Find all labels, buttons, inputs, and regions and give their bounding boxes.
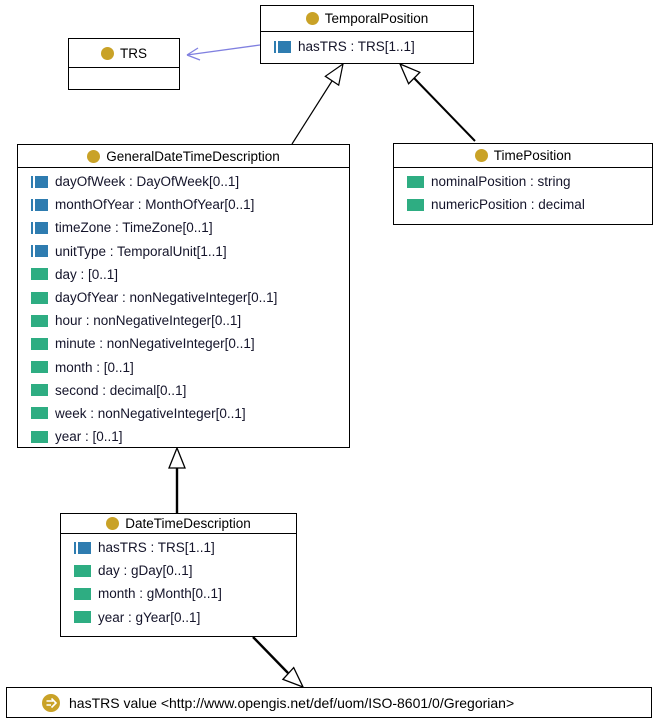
datatype-property-icon	[407, 175, 424, 188]
attribute-row[interactable]: dayOfYear : nonNegativeInteger[0..1]	[18, 286, 349, 309]
attribute-list: hasTRS : TRS[1..1] day : gDay[0..1] mont…	[61, 534, 296, 629]
attribute-list: nominalPosition : string numericPosition…	[394, 168, 652, 216]
attribute-list: hasTRS : TRS[1..1]	[261, 32, 473, 58]
association-arrow-temporalposition-to-trs	[186, 44, 261, 61]
attribute-row[interactable]: minute : nonNegativeInteger[0..1]	[18, 332, 349, 355]
class-box-general-date-time-description[interactable]: GeneralDateTimeDescription dayOfWeek : D…	[17, 144, 350, 448]
datatype-property-icon	[31, 430, 48, 443]
attribute-row[interactable]: day : [0..1]	[18, 263, 349, 286]
class-name: TemporalPosition	[324, 11, 429, 26]
class-header: TemporalPosition	[261, 6, 473, 32]
attribute-row[interactable]: unitType : TemporalUnit[1..1]	[18, 240, 349, 263]
attribute-list: dayOfWeek : DayOfWeek[0..1] monthOfYear …	[18, 168, 349, 448]
object-property-icon	[74, 541, 91, 554]
class-name: GeneralDateTimeDescription	[106, 148, 280, 164]
attribute-row[interactable]: nominalPosition : string	[394, 170, 652, 193]
datatype-property-icon	[74, 611, 91, 624]
class-header: TRS	[69, 39, 179, 68]
class-icon	[106, 517, 120, 530]
class-box-temporal-position[interactable]: TemporalPosition hasTRS : TRS[1..1]	[260, 5, 474, 64]
datatype-property-icon	[31, 314, 48, 327]
attribute-row[interactable]: second : decimal[0..1]	[18, 379, 349, 402]
attribute-row[interactable]: week : nonNegativeInteger[0..1]	[18, 402, 349, 425]
class-icon	[87, 149, 101, 163]
object-property-icon	[31, 175, 48, 188]
class-name: TRS	[120, 45, 147, 61]
datatype-property-icon	[31, 361, 48, 374]
attribute-row[interactable]: day : gDay[0..1]	[61, 559, 296, 582]
attribute-row[interactable]: timeZone : TimeZone[0..1]	[18, 216, 349, 239]
class-name: TimePosition	[493, 148, 572, 163]
attribute-row[interactable]: year : [0..1]	[18, 425, 349, 448]
class-icon	[305, 12, 319, 25]
class-name: DateTimeDescription	[125, 516, 251, 531]
datatype-property-icon	[74, 587, 91, 600]
datatype-property-icon	[31, 407, 48, 420]
class-box-time-position[interactable]: TimePosition nominalPosition : string nu…	[393, 143, 653, 225]
attribute-row[interactable]: hasTRS : TRS[1..1]	[261, 35, 473, 58]
object-property-icon	[274, 40, 291, 53]
generalization-arrow-dtd-to-value-bar	[252, 636, 305, 689]
generalization-arrow-gdtd-to-temporalposition	[291, 62, 344, 145]
attribute-row[interactable]: hasTRS : TRS[1..1]	[61, 536, 296, 559]
datatype-property-icon	[31, 268, 48, 281]
attribute-row[interactable]: month : [0..1]	[18, 356, 349, 379]
generalization-arrow-timeposition-to-temporalposition	[398, 62, 476, 142]
datatype-property-icon	[31, 337, 48, 350]
attribute-row[interactable]: month : gMonth[0..1]	[61, 582, 296, 605]
generalization-arrow-dtd-to-gdtd	[168, 446, 186, 513]
class-header: GeneralDateTimeDescription	[18, 145, 349, 168]
attribute-row[interactable]: dayOfWeek : DayOfWeek[0..1]	[18, 170, 349, 193]
class-icon	[101, 46, 114, 60]
class-box-trs[interactable]: TRS	[68, 38, 180, 90]
value-restriction-icon	[42, 693, 60, 712]
class-box-date-time-description[interactable]: DateTimeDescription hasTRS : TRS[1..1] d…	[60, 513, 297, 637]
object-property-icon	[31, 198, 48, 211]
value-restriction-label: hasTRS value <http://www.opengis.net/def…	[69, 694, 515, 711]
attribute-row[interactable]: numericPosition : decimal	[394, 193, 652, 216]
datatype-property-icon	[31, 291, 48, 304]
attribute-row[interactable]: monthOfYear : MonthOfYear[0..1]	[18, 193, 349, 216]
object-property-icon	[31, 245, 48, 258]
object-property-icon	[31, 221, 48, 234]
attribute-row[interactable]: hour : nonNegativeInteger[0..1]	[18, 309, 349, 332]
value-restriction-bar[interactable]: hasTRS value <http://www.opengis.net/def…	[6, 687, 652, 718]
datatype-property-icon	[31, 384, 48, 397]
class-header: TimePosition	[394, 144, 652, 168]
class-icon	[474, 149, 488, 162]
datatype-property-icon	[407, 198, 424, 211]
attribute-row[interactable]: year : gYear[0..1]	[61, 606, 296, 629]
class-header: DateTimeDescription	[61, 514, 296, 534]
datatype-property-icon	[74, 564, 91, 577]
